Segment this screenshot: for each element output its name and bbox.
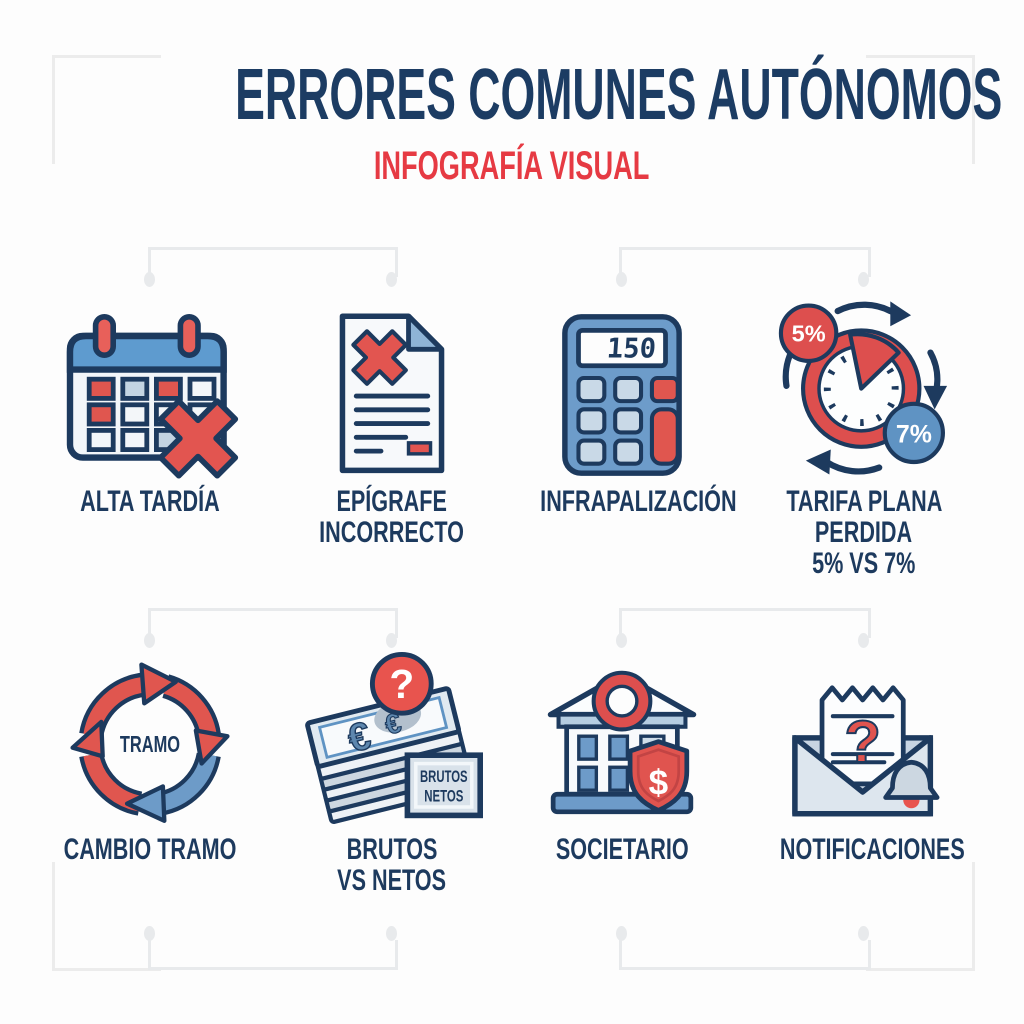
frame-corner-bottom-right (866, 862, 975, 971)
frame-corner-bottom-left (52, 862, 161, 971)
envelope-bell-icon: ? (744, 648, 984, 828)
frame-corner-top-right (866, 55, 975, 164)
connector-bracket (148, 940, 398, 970)
svg-text:NETOS: NETOS (424, 786, 463, 805)
calendar-x-icon (30, 300, 270, 480)
svg-text:?: ? (844, 708, 880, 775)
item-label: INFRAPALIZACIÓN (540, 485, 737, 518)
connector-dot (386, 633, 397, 648)
item-label: CAMBIO TRAMO (63, 833, 237, 866)
connector-bracket (619, 608, 871, 638)
connector-dot (144, 926, 155, 941)
item-epigrafe-incorrecto: EPÍGRAFE INCORRECTO (272, 300, 512, 548)
svg-text:5%: 5% (792, 321, 826, 347)
connector-dot (386, 272, 397, 287)
document-x-icon (272, 300, 512, 480)
svg-text:$: $ (649, 763, 669, 802)
connector-dot (616, 633, 627, 648)
item-alta-tardia: ALTA TARDÍA (30, 300, 270, 517)
clock-percent-icon: 5% 7% (744, 300, 984, 480)
item-infrapalizacion: 150 INFRAPALIZACIÓN (502, 300, 742, 517)
page-subtitle: INFOGRAFÍA VISUAL (374, 143, 650, 188)
money-question-icon: € € ? BRUTOS NETOS (272, 648, 512, 828)
item-brutos-vs-netos: € € ? BRUTOS NETOS BRUTOS VS NETOS (272, 648, 512, 896)
calculator-icon: 150 (502, 300, 742, 480)
svg-text:150: 150 (606, 334, 657, 365)
item-label: EPÍGRAFE INCORRECTO (319, 485, 465, 549)
connector-dot (386, 926, 397, 941)
connector-dot (616, 272, 627, 287)
bank-shield-icon: $ (502, 648, 742, 828)
connector-bracket (619, 247, 871, 277)
connector-bracket (148, 247, 398, 277)
item-label: TARIFA PLANA PERDIDA 5% VS 7% (786, 485, 942, 580)
item-label: ALTA TARDÍA (80, 485, 220, 518)
svg-text:BRUTOS: BRUTOS (420, 767, 468, 786)
cycle-arrows-icon: TRAMO (30, 648, 270, 828)
svg-text:TRAMO: TRAMO (120, 731, 180, 757)
connector-dot (858, 926, 869, 941)
item-label: NOTIFICACIONES (779, 833, 965, 866)
item-cambio-tramo: TRAMO CAMBIO TRAMO (30, 648, 270, 865)
connector-dot (858, 272, 869, 287)
connector-dot (858, 633, 869, 648)
item-label: BRUTOS VS NETOS (337, 833, 447, 897)
svg-text:?: ? (389, 661, 414, 707)
connector-dot (616, 926, 627, 941)
frame-corner-top-left (52, 55, 161, 164)
connector-dot (144, 272, 155, 287)
item-tarifa-plana-perdida: 5% 7% TARIFA PLANA PERDIDA 5% VS 7% (744, 300, 984, 579)
connector-bracket (148, 608, 398, 638)
item-societario: $ SOCIETARIO (502, 648, 742, 865)
header: ERRORES COMUNES AUTÓNOMOS INFOGRAFÍA VIS… (0, 55, 1024, 189)
connector-dot (144, 633, 155, 648)
item-label: SOCIETARIO (555, 833, 689, 866)
item-notificaciones: ? NOTIFICACIONES (744, 648, 984, 865)
connector-bracket (619, 940, 871, 970)
page-title: ERRORES COMUNES AUTÓNOMOS (235, 55, 1003, 135)
svg-text:7%: 7% (896, 421, 932, 449)
